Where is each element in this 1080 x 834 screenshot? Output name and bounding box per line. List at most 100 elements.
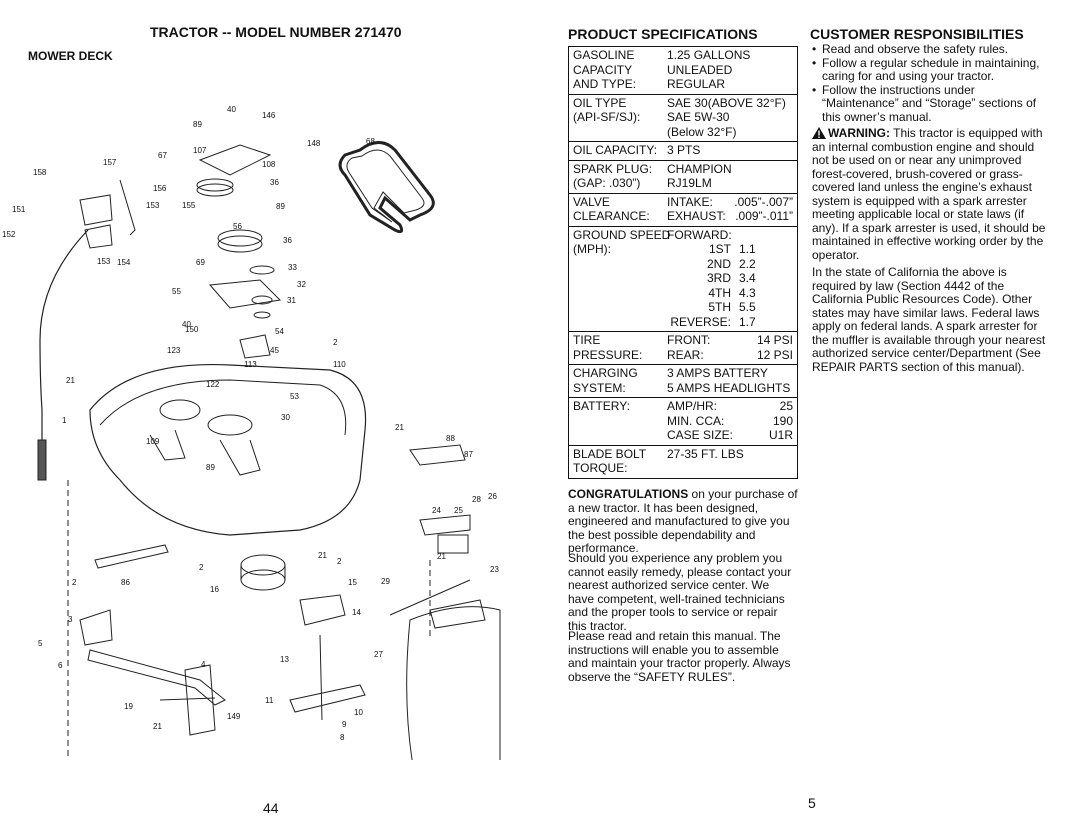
part-callout: 2: [199, 563, 204, 572]
part-callout: 146: [262, 111, 276, 120]
part-callout: 152: [2, 230, 16, 239]
part-callout: 67: [158, 151, 167, 160]
spec-value: U1R: [768, 428, 793, 442]
spec-label: TORQUE:: [573, 461, 628, 475]
spec-value-pair: MIN. CCA:190: [667, 414, 793, 429]
spec-value-key: MIN. CCA:: [667, 413, 725, 428]
spec-label: CAPACITY: [573, 62, 633, 77]
california-paragraph: In the state of California the above is …: [812, 265, 1046, 374]
spec-value-pair: FRONT:14 PSI: [667, 333, 793, 348]
spec-label: CHARGING: [573, 366, 638, 380]
part-callout: 154: [117, 258, 131, 267]
spec-row: 3RD 3.4: [573, 271, 793, 286]
spec-label: (GAP: .030”): [573, 176, 641, 190]
part-callout: 153: [97, 257, 111, 266]
speed-cell: 5TH 5.5: [667, 300, 793, 315]
part-callout: 56: [233, 222, 242, 231]
spec-label: [573, 428, 667, 443]
part-callout: 86: [121, 578, 130, 587]
spec-row: (GAP: .030”) RJ19LM: [573, 176, 793, 191]
part-callout: 19: [124, 702, 133, 711]
spec-label: SPARK PLUG:: [573, 161, 653, 176]
part-callout: 26: [488, 492, 497, 501]
warning-paragraph: WARNING: This tractor is equipped with a…: [812, 126, 1050, 262]
part-callout: 108: [262, 160, 276, 169]
spec-value-pair: AMP/HR:25: [667, 399, 793, 414]
spec-value: CHAMPION: [667, 161, 732, 176]
spec-row: (API-SF/SJ):SAE 5W-30: [573, 110, 793, 125]
part-callout: 4: [201, 660, 206, 669]
spec-value-pair: CASE SIZE:U1R: [667, 428, 793, 443]
spec-value-pair: INTAKE:.005”-.007”: [667, 195, 793, 210]
part-callout: 21: [66, 376, 75, 385]
speed-cell: REVERSE:1.7: [667, 315, 793, 330]
spec-row: SPARK PLUG: CHAMPION: [573, 162, 793, 177]
spec-row: AND TYPE:REGULAR: [573, 77, 793, 92]
congratulations-text: on your purchase of a new tractor. It ha…: [568, 487, 798, 555]
responsibility-item: Follow the instructions under “Maintenan…: [812, 83, 1048, 125]
gear-label: REVERSE:: [670, 314, 731, 329]
spec-row: OIL CAPACITY:3 PTS: [573, 143, 793, 158]
spec-label: AND TYPE:: [573, 77, 637, 91]
part-callout: 110: [333, 360, 346, 369]
part-callout: 2: [337, 557, 342, 566]
spec-value: 12 PSI: [756, 347, 793, 362]
part-callout: 155: [182, 201, 196, 210]
spec-label: (API-SF/SJ):: [573, 110, 641, 124]
spec-label: SYSTEM:: [573, 380, 626, 395]
gear-speed: 2.2: [739, 256, 756, 271]
gear-speed: 5.5: [739, 300, 756, 314]
spec-value: (Below 32°F): [667, 124, 737, 139]
spec-value-key: FRONT:: [667, 333, 711, 347]
gear-speed: 1.1: [739, 242, 756, 256]
part-callout: 10: [354, 708, 363, 717]
part-callout: 156: [153, 184, 167, 193]
spec-value: 5 AMPS HEADLIGHTS: [667, 380, 791, 395]
spec-row: CLEARANCE: EXHAUST:.009”-.011”: [573, 209, 793, 224]
part-callout: 45: [270, 346, 279, 355]
gear-label: 2ND: [706, 256, 731, 271]
spec-label: BATTERY:: [573, 399, 630, 413]
spec-value: UNLEADED: [667, 62, 733, 77]
gear-speed: 3.4: [739, 271, 756, 285]
spec-value-pair: REAR:12 PSI: [667, 348, 793, 363]
part-callout: 148: [307, 139, 321, 148]
part-callout: 89: [276, 202, 285, 211]
spec-row: 5TH 5.5: [573, 300, 793, 315]
part-callout: 24: [432, 506, 441, 515]
spec-value: RJ19LM: [667, 176, 712, 190]
part-callout: 123: [167, 346, 181, 355]
spec-row: CASE SIZE:U1R: [573, 428, 793, 443]
spec-label: GASOLINE: [573, 48, 635, 62]
gear-label: 3RD: [706, 271, 731, 285]
speed-cell: 3RD 3.4: [667, 271, 793, 286]
part-callout: 122: [206, 380, 220, 389]
spec-label: [573, 414, 667, 429]
gear-label: 5TH: [708, 300, 731, 314]
spec-value: FORWARD:: [667, 227, 732, 242]
spec-value: 25: [779, 399, 793, 413]
part-callout: 31: [287, 296, 296, 305]
spec-label: CLEARANCE:: [573, 209, 650, 223]
spec-label: [573, 257, 667, 272]
right-page-number: 5: [808, 795, 816, 811]
spec-row: BATTERY: AMP/HR:25: [573, 399, 793, 414]
part-callout: 27: [374, 650, 383, 659]
part-callout: 21: [153, 722, 162, 731]
part-callout: 33: [288, 263, 297, 272]
responsibility-item: Follow a regular schedule in maintaining…: [812, 56, 1048, 84]
part-callout: 151: [12, 205, 26, 214]
spec-value-pair: EXHAUST:.009”-.011”: [667, 209, 793, 224]
spec-value-key: INTAKE:: [667, 194, 713, 209]
responsibility-item: Read and observe the safety rules.: [812, 42, 1048, 57]
spec-row: CAPACITY UNLEADED: [573, 63, 793, 78]
